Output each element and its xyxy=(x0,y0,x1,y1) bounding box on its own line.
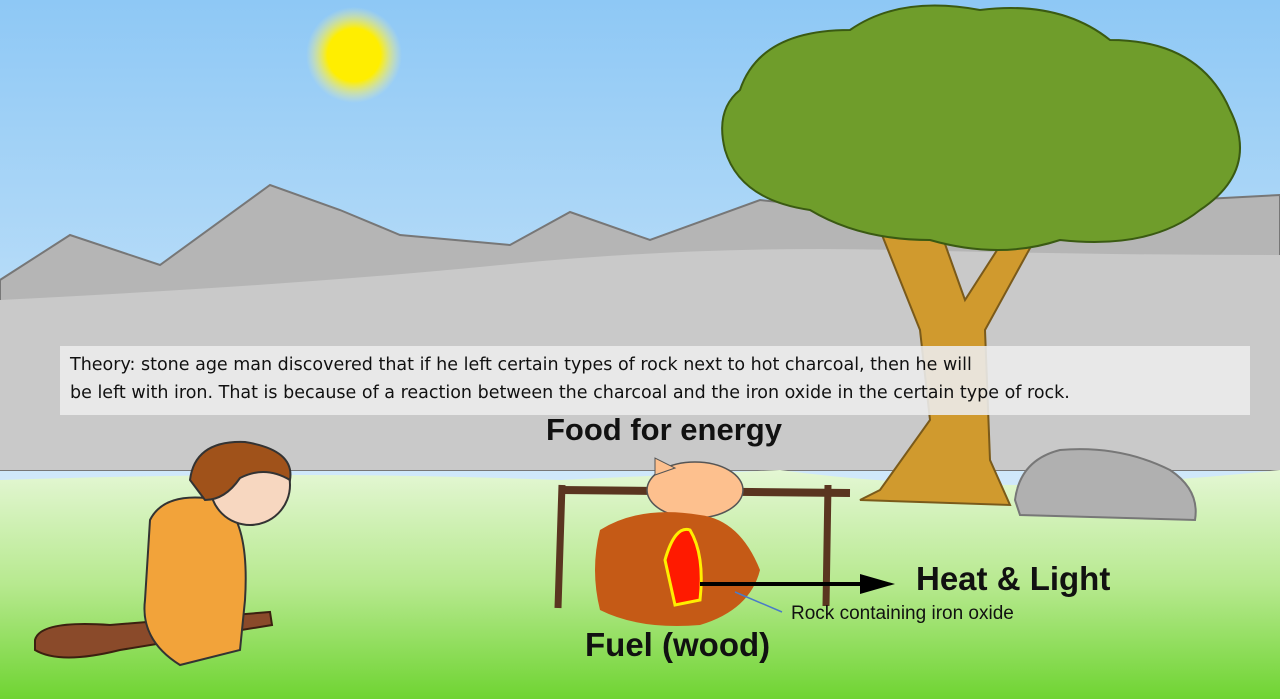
arrow-head-icon xyxy=(860,574,895,594)
rock-pointer-line xyxy=(734,591,783,613)
theory-line-1: Theory: stone age man discovered that if… xyxy=(70,355,972,375)
boulder xyxy=(1013,448,1197,522)
heat-light-label: Heat & Light xyxy=(916,560,1111,597)
fuel-label: Fuel (wood) xyxy=(585,626,771,663)
food-label: Food for energy xyxy=(546,412,782,447)
theory-text-box: Theory: stone age man discovered that if… xyxy=(60,346,1250,415)
tree-crown xyxy=(721,4,1241,251)
sun-icon xyxy=(306,7,402,103)
rock-label: Rock containing iron oxide xyxy=(791,603,1014,624)
campfire xyxy=(595,512,760,626)
theory-line-2: be left with iron. That is because of a … xyxy=(70,383,1070,403)
caveman xyxy=(34,440,292,667)
